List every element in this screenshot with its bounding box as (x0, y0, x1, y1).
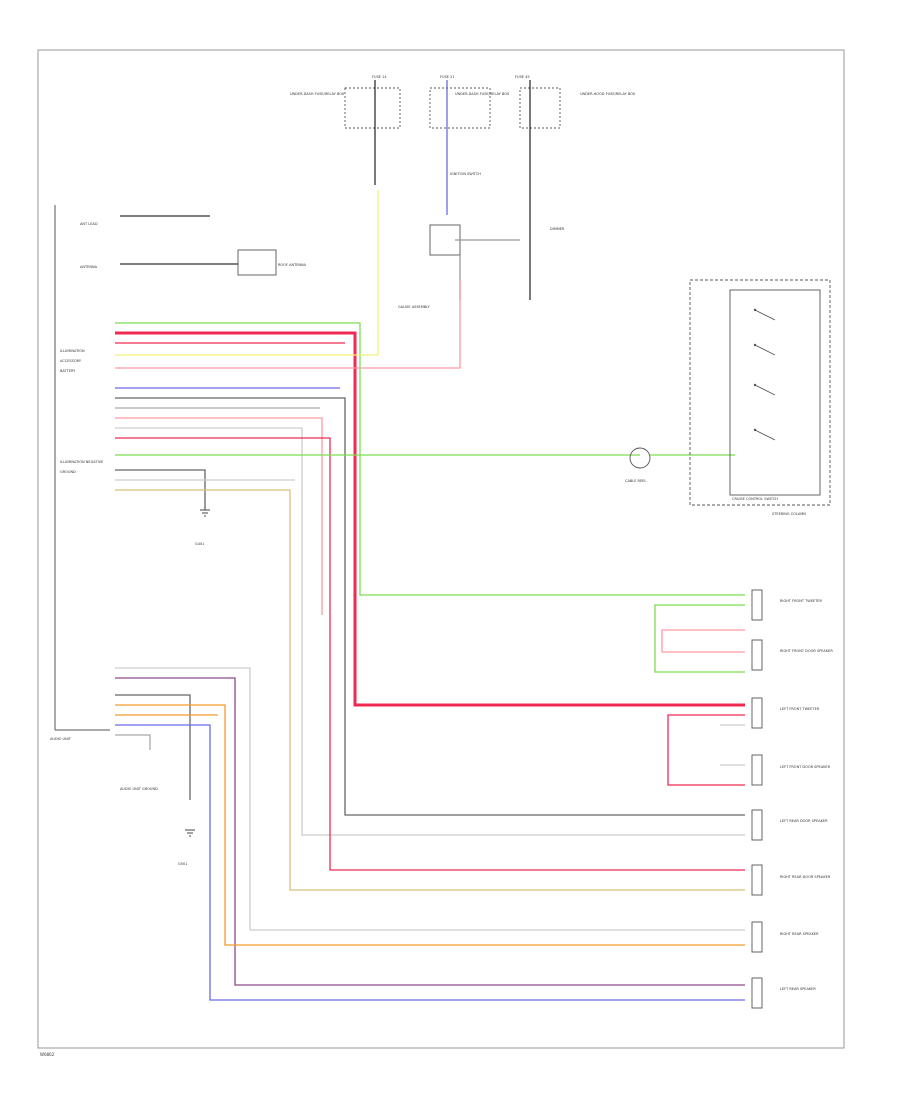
fuse-b-box (429, 87, 491, 129)
svg-text:AUDIO UNIT GROUND: AUDIO UNIT GROUND (120, 787, 158, 791)
svg-text:FUSE 14: FUSE 14 (372, 75, 387, 79)
rear-l-speaker-box (751, 977, 763, 1009)
svg-text:FUSE 21: FUSE 21 (440, 75, 455, 79)
unit-terminal-labels: ILLUMINATION ACCESSORY BATTERY ILLUMINAT… (60, 349, 103, 474)
bat-label: BATTERY (60, 369, 76, 373)
steering-column-label: STEERING COLUMN (772, 512, 806, 516)
roof-antenna-label: ROOF ANTENNA (278, 263, 307, 267)
svg-text:FUSE 45: FUSE 45 (515, 75, 530, 79)
cruise-switch-label: CRUISE CONTROL SWITCH (732, 497, 778, 501)
fuse-area: FUSE 14 FUSE 21 FUSE 45 UNDER-DASH FUSE/… (290, 75, 636, 309)
g501-ground: AUDIO UNIT GROUND G501 (120, 787, 195, 866)
rf-tweeter-box (751, 589, 763, 621)
upper-connector-wires (115, 190, 745, 891)
audio-unit-label: AUDIO UNIT (50, 737, 72, 741)
ill-label: ILLUMINATION (60, 349, 85, 353)
gauge-label: GAUGE ASSEMBLY (398, 305, 431, 309)
lf-speaker-box (751, 754, 763, 786)
speaker-wiring-right (654, 604, 745, 786)
rr-speaker-label: RIGHT REAR DOOR SPEAKER (780, 875, 831, 879)
lr-speaker-label: LEFT REAR DOOR SPEAKER (780, 819, 828, 823)
g401-label: G401 (195, 542, 204, 546)
rr-speaker-box (751, 864, 763, 896)
dimmer-label: DIMMER (550, 227, 565, 231)
fuse-a-box (344, 87, 401, 129)
acc-label: ACCESSORY (60, 359, 82, 363)
cable-reel (629, 447, 651, 469)
ground-label: GROUND (60, 470, 76, 474)
ignition-label: IGNITION SWITCH (450, 172, 481, 176)
footer-code: W0802 (40, 1052, 55, 1057)
g401-ground: G401 (195, 509, 210, 546)
svg-text:ANT LEAD: ANT LEAD (80, 222, 98, 226)
diagram-frame (37, 49, 845, 1049)
rear-r-speaker-label: RIGHT REAR SPEAKER (780, 932, 819, 936)
lr-speaker-box (751, 809, 763, 841)
rear-r-speaker-box (751, 921, 763, 953)
cable-reel-label: CABLE REEL (625, 479, 646, 483)
g501-label: G501 (178, 862, 187, 866)
cruise-switch-box (729, 289, 821, 496)
rf-tweeter-label: RIGHT FRONT TWEETER (780, 599, 822, 603)
fuse-c-label: UNDER-HOOD FUSE/RELAY BOX (580, 92, 636, 96)
antenna-label: ANTENNA (80, 265, 98, 269)
steering-column-box (689, 279, 831, 506)
lf-tweeter-label: LEFT FRONT TWEETER (780, 707, 820, 711)
lf-speaker-label: LEFT FRONT DOOR SPEAKER (780, 765, 831, 769)
cruise-switch-area: CABLE REEL CRUISE CONTROL SWITCH STEERIN… (625, 279, 831, 516)
lower-connector-wires (115, 667, 745, 1001)
fuse-a-label: UNDER-DASH FUSE/RELAY BOX (290, 92, 345, 96)
fuse-c-box (519, 87, 561, 129)
rf-speaker-box (751, 639, 763, 671)
rf-speaker-label: RIGHT FRONT DOOR SPEAKER (780, 649, 833, 653)
speakers: RIGHT FRONT TWEETER RIGHT FRONT DOOR SPE… (751, 589, 833, 1009)
rear-l-speaker-label: LEFT REAR SPEAKER (780, 987, 816, 991)
roof-antenna-box (237, 249, 277, 276)
ill-neg-label: ILLUMINATION NEGATIVE (60, 460, 103, 464)
antenna-area: ANT LEAD ANTENNA ROOF ANTENNA (80, 215, 307, 276)
fuse-b-label: UNDER-DASH FUSE/RELAY BOX (455, 92, 510, 96)
lf-tweeter-box (751, 697, 763, 729)
